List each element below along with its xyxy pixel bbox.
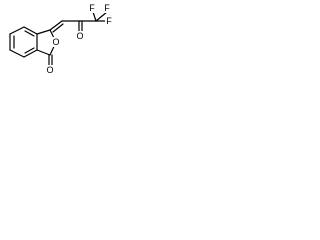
fluorine-top-right-label: F — [104, 3, 110, 13]
bond-benzene-3 — [23, 49, 38, 58]
bond-c3a-c3 — [36, 29, 51, 35]
bond-benzene-1 — [23, 26, 38, 35]
bond-c-f-top-right — [95, 11, 108, 22]
benzene-ring — [9, 26, 38, 58]
side-chain — [49, 11, 108, 33]
fluorine-right-label: F — [106, 16, 112, 26]
bond-c1-c7a — [36, 49, 51, 56]
ring-oxygen-label: O — [52, 37, 59, 47]
bond-benzene-inner-3 — [24, 47, 35, 54]
ketone-oxygen-label: O — [76, 31, 83, 41]
bond-exocyclic-double-a — [49, 20, 63, 31]
atom-labels: O O O F F F — [46, 3, 114, 75]
fluorine-top-left-label: F — [89, 3, 95, 13]
molecule-structure: O O O F F F — [9, 3, 114, 75]
bond-benzene-inner-1 — [24, 30, 35, 37]
bond-benzene-4 — [9, 49, 25, 58]
bond-exocyclic-double-b — [52, 23, 64, 33]
bond-c-f-top-left — [92, 11, 97, 22]
lactone-carbonyl-oxygen-label: O — [46, 65, 53, 75]
bond-benzene-6 — [9, 26, 25, 35]
lactone-ring — [36, 29, 57, 67]
